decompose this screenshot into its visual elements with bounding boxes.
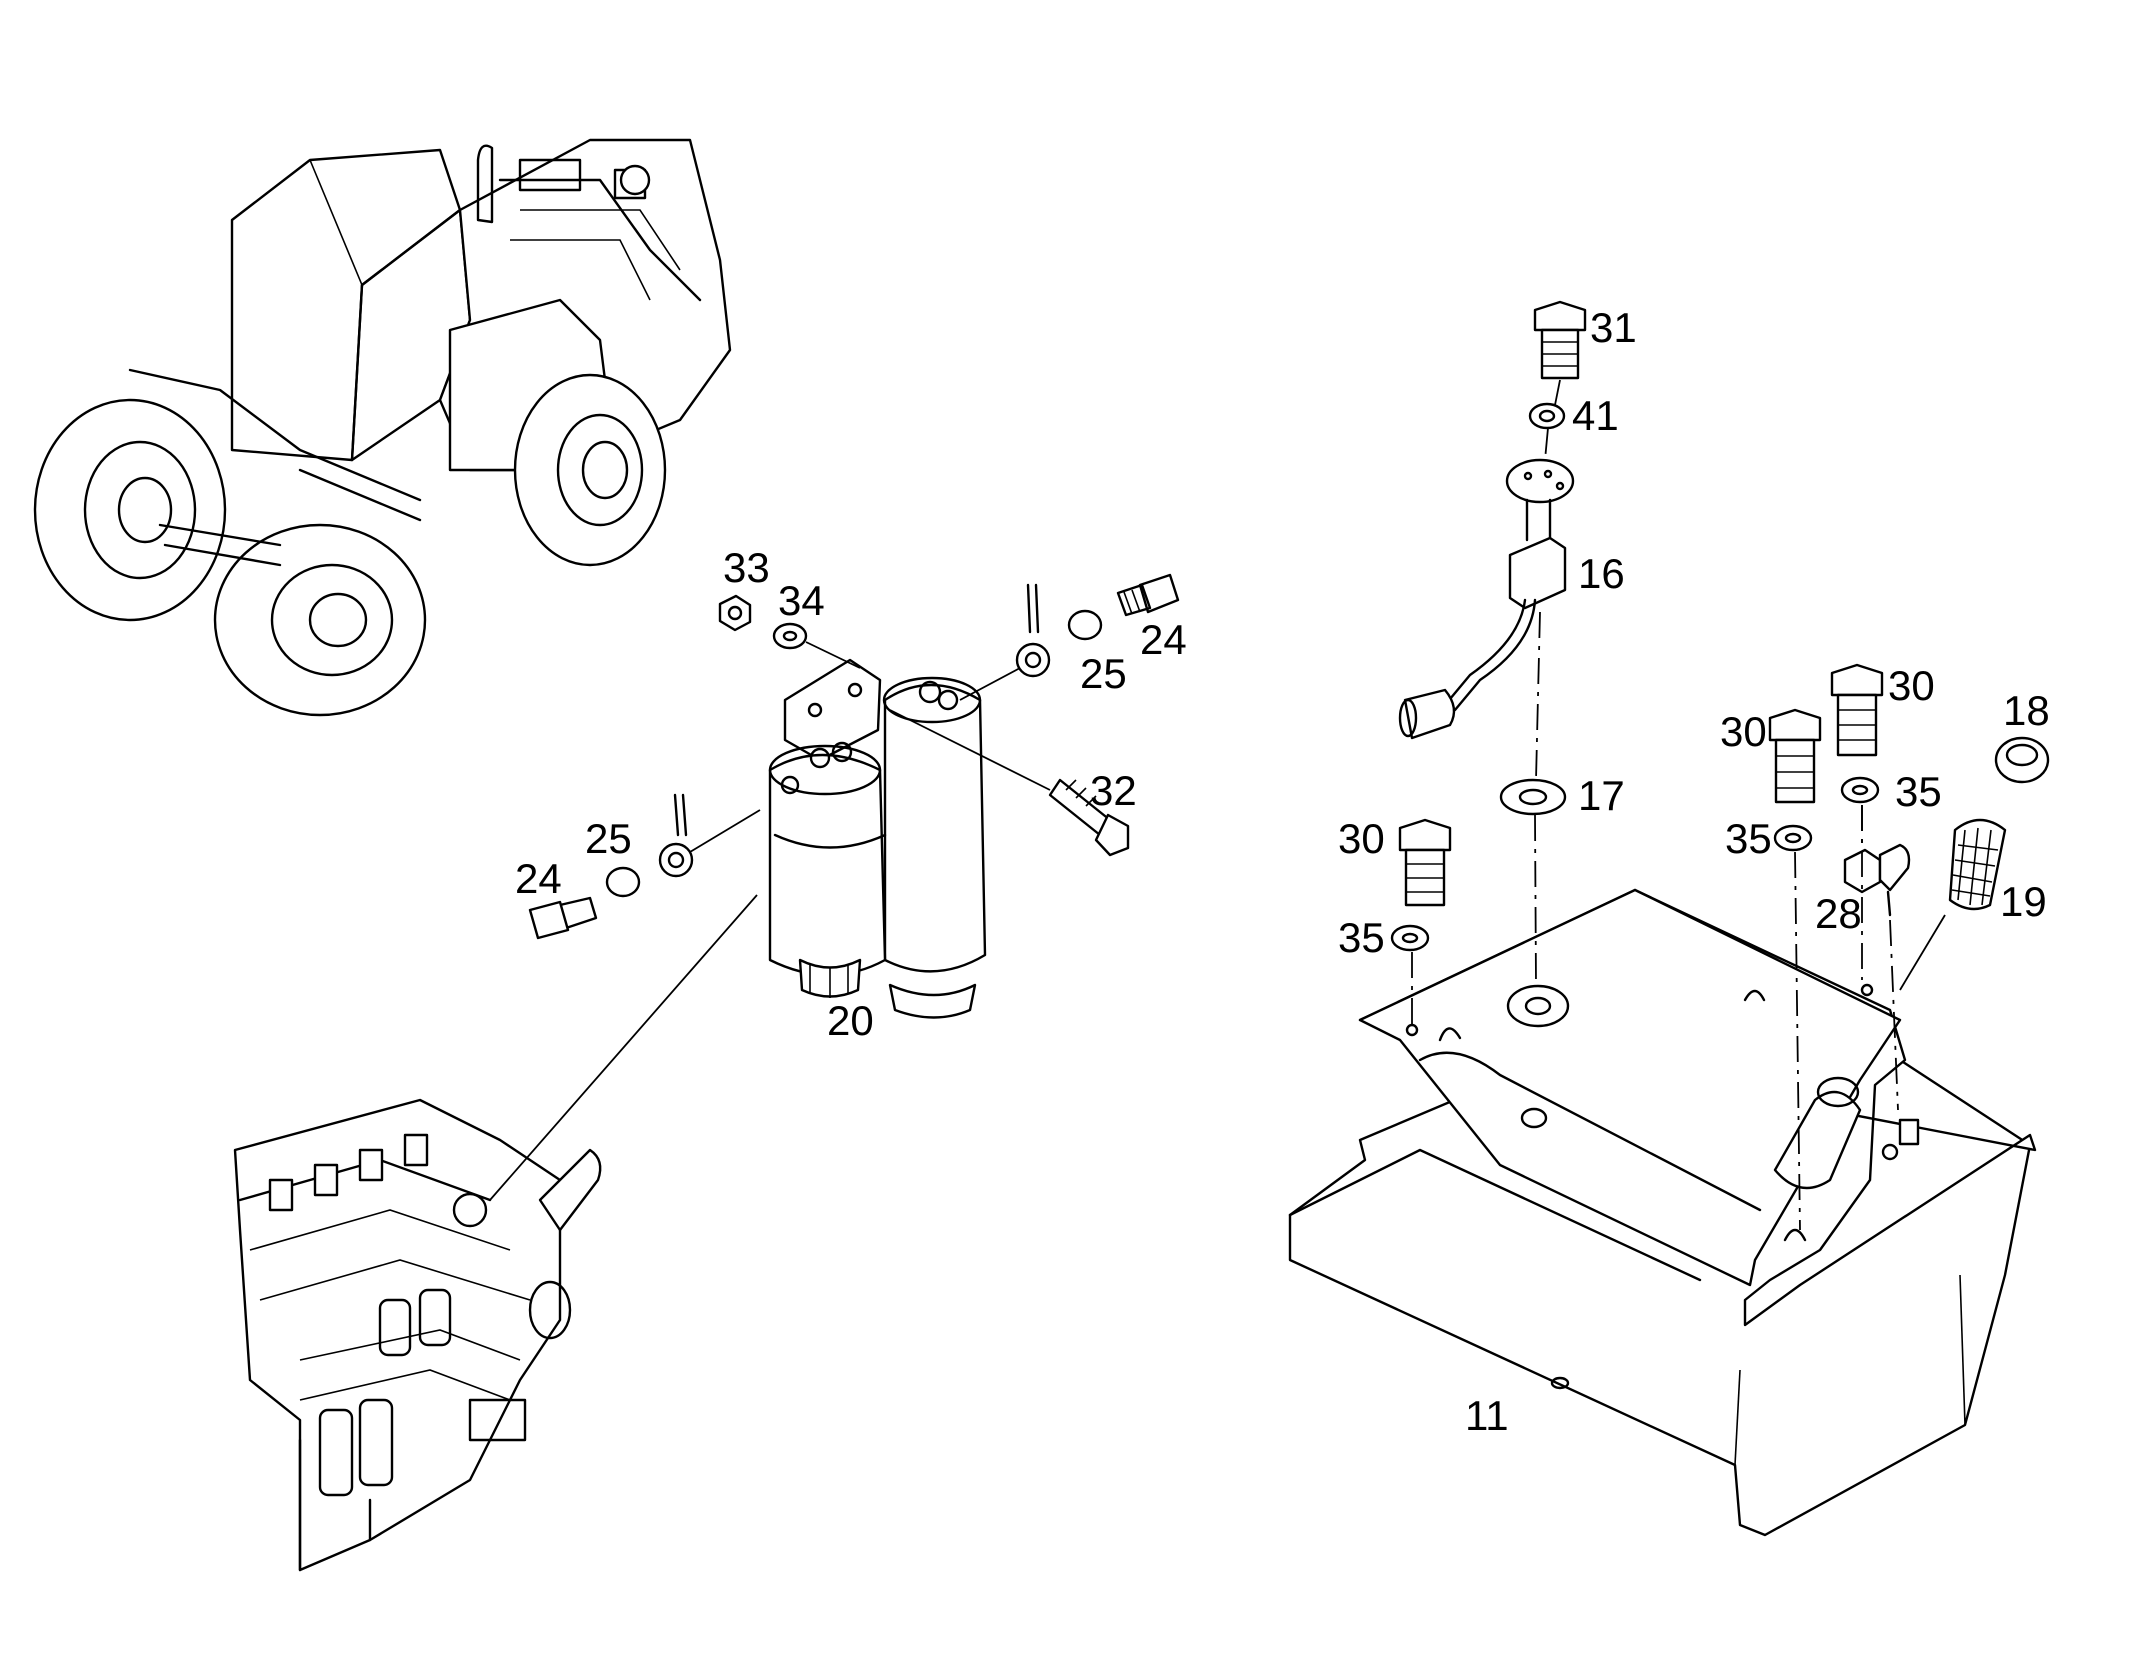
callout-33: 33 xyxy=(723,544,770,591)
callout-24-right: 24 xyxy=(1140,616,1187,663)
callout-25-right: 25 xyxy=(1080,650,1127,697)
callout-30-middle: 30 xyxy=(1720,708,1767,755)
callout-17: 17 xyxy=(1578,772,1625,819)
callout-32: 32 xyxy=(1090,767,1137,814)
filter-hardware xyxy=(528,573,1180,940)
callout-11: 11 xyxy=(1465,1392,1509,1439)
tank-leader-lines xyxy=(1411,379,1946,1231)
engine-illustration xyxy=(233,1098,602,1572)
callout-18: 18 xyxy=(2003,687,2050,734)
callout-20: 20 xyxy=(827,997,874,1044)
callout-25-left: 25 xyxy=(585,815,632,862)
callout-numbers: 31 41 16 17 30 30 30 35 35 35 18 19 28 1… xyxy=(515,304,2050,1439)
callout-34: 34 xyxy=(778,577,825,624)
tractor-illustration xyxy=(33,138,732,717)
callout-30-left: 30 xyxy=(1338,815,1385,862)
callout-16: 16 xyxy=(1578,550,1625,597)
fuel-filter-assembly xyxy=(768,658,987,1019)
tank-hardware xyxy=(1390,300,2050,952)
callout-19: 19 xyxy=(2000,878,2047,925)
fuel-tank-illustration xyxy=(1288,888,2037,1537)
callout-24-left: 24 xyxy=(515,855,562,902)
callout-30-right: 30 xyxy=(1888,662,1935,709)
callout-35-right: 35 xyxy=(1895,768,1942,815)
callout-35-middle: 35 xyxy=(1725,815,1772,862)
callout-31: 31 xyxy=(1590,304,1637,351)
callout-41: 41 xyxy=(1572,392,1619,439)
callout-28: 28 xyxy=(1815,890,1862,937)
callout-35-left: 35 xyxy=(1338,914,1385,961)
filter-leader-line xyxy=(489,894,758,1201)
